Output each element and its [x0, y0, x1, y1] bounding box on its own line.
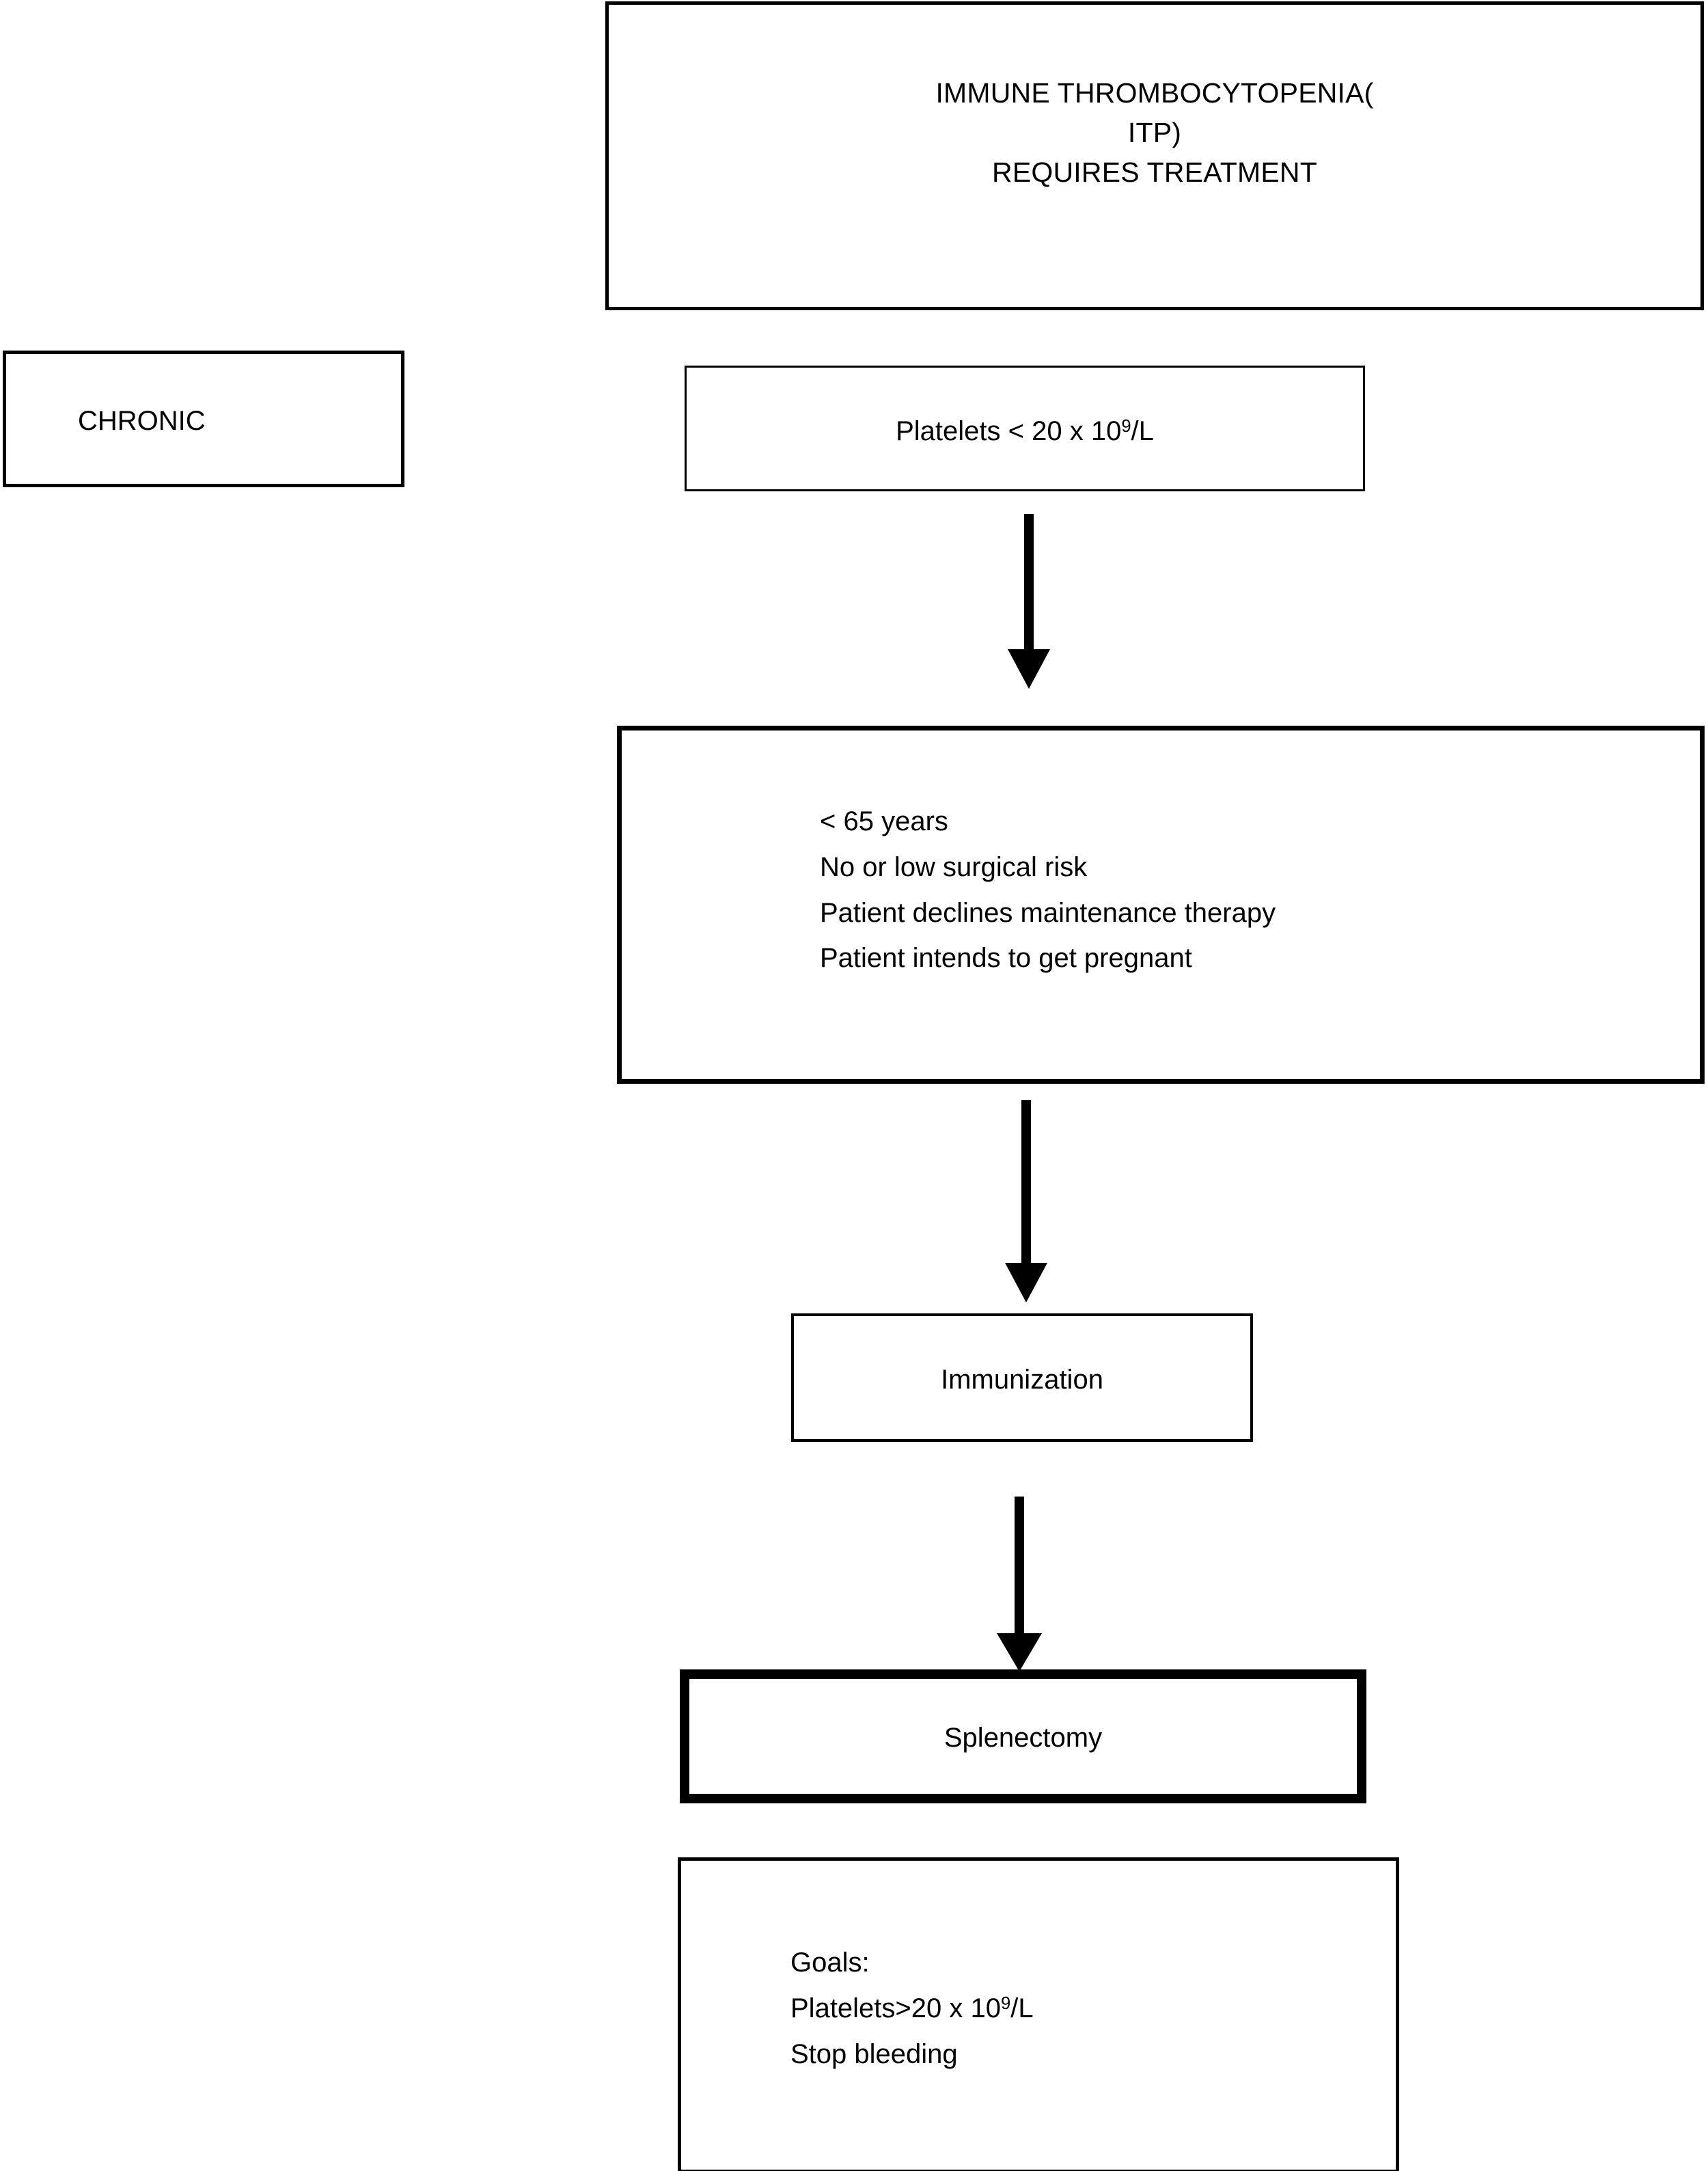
platelets-suffix: /L [1131, 416, 1154, 446]
title-line-2: ITP) [1127, 117, 1182, 149]
title-line-3: REQUIRES TREATMENT [992, 156, 1317, 189]
goals-line-2-suffix: /L [1010, 1993, 1034, 2023]
node-goals-text: Goals: Platelets>20 x 109/L Stop bleeding [790, 1940, 1034, 2077]
node-chronic-label: CHRONIC [78, 406, 206, 436]
node-splenectomy[interactable]: Splenectomy [680, 1669, 1366, 1803]
criteria-line-3: Patient declines maintenance therapy [820, 897, 1276, 928]
arrow-criteria-to-immunization [1005, 1100, 1047, 1302]
goals-line-2-exponent: 9 [1001, 1993, 1011, 2013]
goals-line-1: Goals: [790, 1948, 870, 1978]
node-platelets-threshold[interactable]: Platelets < 20 x 109/L [685, 366, 1365, 491]
node-chronic[interactable]: CHRONIC [3, 351, 404, 487]
criteria-line-4: Patient intends to get pregnant [820, 943, 1192, 974]
node-goals[interactable]: Goals: Platelets>20 x 109/L Stop bleeding [678, 1857, 1399, 2171]
goals-line-2-prefix: Platelets>20 x 10 [790, 1993, 1001, 2023]
arrow-platelets-to-criteria [1008, 514, 1050, 689]
goals-line-3: Stop bleeding [790, 2038, 958, 2069]
node-immunization[interactable]: Immunization [791, 1313, 1253, 1442]
arrow-immunization-to-splenectomy [997, 1497, 1042, 1671]
node-immunization-label: Immunization [941, 1365, 1103, 1395]
node-splenectomy-label: Splenectomy [943, 1723, 1103, 1753]
platelets-prefix: Platelets < 20 x 10 [896, 416, 1122, 446]
node-title-text: IMMUNE THROMBOCYTOPENIA( ITP) REQUIRES TRE… [609, 73, 1700, 193]
criteria-line-1: < 65 years [820, 806, 948, 836]
title-line-1: IMMUNE THROMBOCYTOPENIA( [935, 77, 1374, 109]
node-immune-thrombocytopenia-requires-treatment[interactable]: IMMUNE THROMBOCYTOPENIA( ITP) REQUIRES TRE… [605, 1, 1704, 310]
node-platelets-label: Platelets < 20 x 109/L [687, 418, 1363, 445]
criteria-line-2: No or low surgical risk [820, 851, 1088, 882]
platelets-exponent: 9 [1121, 416, 1131, 436]
